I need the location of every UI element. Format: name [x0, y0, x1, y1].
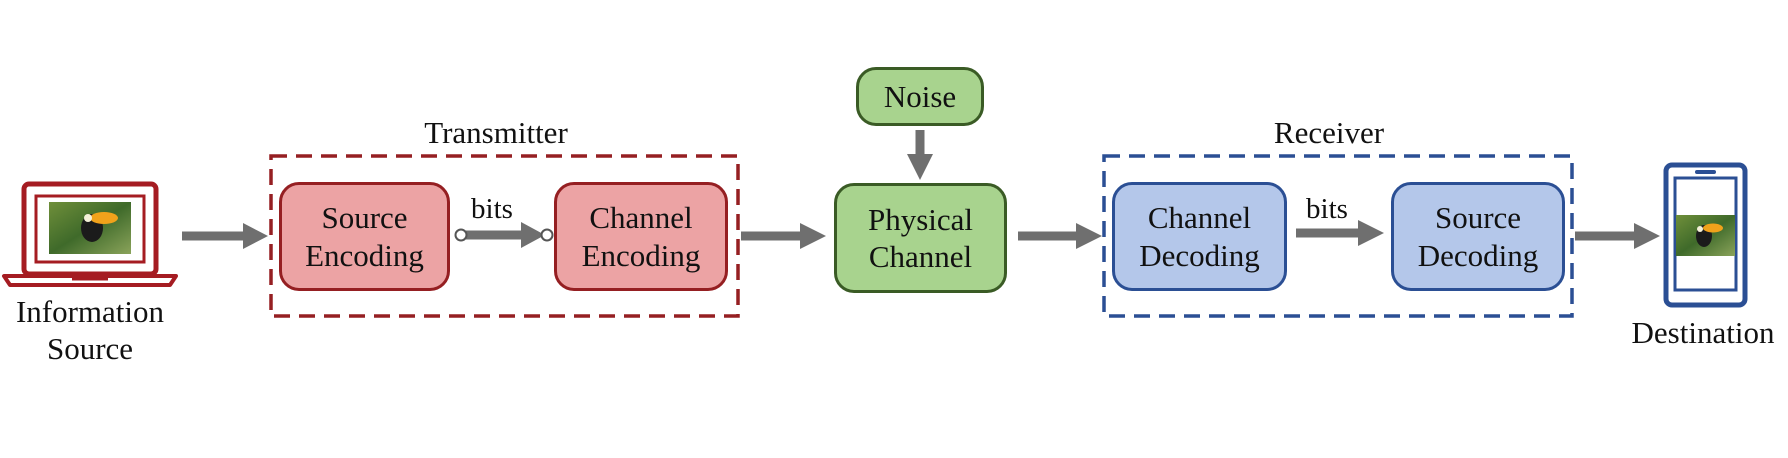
source-encoding-block: Source Encoding	[279, 182, 450, 291]
bits-terminal-start	[454, 228, 468, 242]
arrow-channel-to-receiver	[1018, 223, 1102, 249]
receiver-group-border	[1102, 154, 1574, 318]
arrow-source-to-transmitter	[182, 223, 268, 249]
channel-encoding-block: Channel Encoding	[554, 182, 728, 291]
laptop-icon	[2, 181, 178, 287]
receiver-title: Receiver	[1273, 115, 1385, 150]
noise-block: Noise	[856, 67, 984, 126]
information-source-label: Information Source	[15, 294, 165, 366]
transmitter-group-border	[269, 154, 740, 318]
arrow-channel-decoding-to-source-decoding	[1296, 220, 1384, 246]
physical-channel-label: Physical Channel	[867, 201, 974, 274]
channel-decoding-block: Channel Decoding	[1112, 182, 1287, 291]
transmitter-bits-label: bits	[471, 193, 513, 225]
physical-channel-block: Physical Channel	[834, 183, 1007, 293]
source-decoding-block: Source Decoding	[1391, 182, 1565, 291]
channel-decoding-label: Channel Decoding	[1139, 200, 1260, 273]
destination-label: Destination	[1631, 315, 1775, 350]
transmitter-title: Transmitter	[424, 115, 568, 150]
source-decoding-label: Source Decoding	[1417, 200, 1539, 273]
receiver-bits-label: bits	[1306, 193, 1348, 225]
channel-encoding-label: Channel Encoding	[581, 200, 701, 273]
smartphone-icon	[1663, 162, 1748, 308]
arrow-source-encoding-to-channel-encoding	[466, 222, 545, 248]
arrow-noise-to-channel	[907, 130, 933, 180]
arrow-transmitter-to-channel	[741, 223, 826, 249]
arrow-receiver-to-destination	[1575, 223, 1660, 249]
bits-terminal-end	[540, 228, 554, 242]
source-encoding-label: Source Encoding	[305, 200, 424, 273]
noise-label: Noise	[883, 78, 957, 114]
